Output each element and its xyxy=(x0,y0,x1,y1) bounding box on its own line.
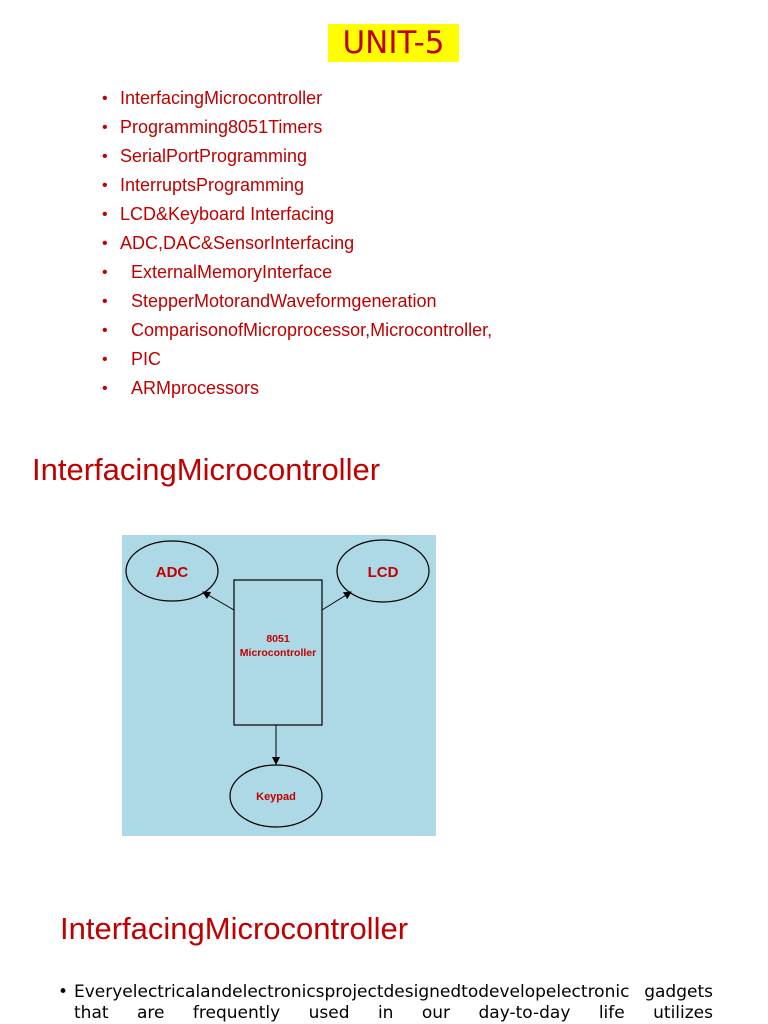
topic-label: StepperMotorandWaveformgeneration xyxy=(131,291,437,311)
bullet-icon: • xyxy=(102,293,108,310)
bullet-icon: • xyxy=(102,148,108,165)
bullet-icon: • xyxy=(102,351,108,368)
lcd-label: LCD xyxy=(368,564,399,581)
topic-label: SerialPortProgramming xyxy=(120,146,308,166)
section-heading: InterfacingMicrocontroller xyxy=(32,452,381,487)
topic-label: ExternalMemoryInterface xyxy=(131,262,333,282)
bullet-icon: • xyxy=(58,982,69,1002)
bullet-icon: • xyxy=(102,177,108,194)
mcu-label-line2: Microcontroller xyxy=(240,647,316,659)
bullet-icon: • xyxy=(102,264,108,281)
section-heading: InterfacingMicrocontroller xyxy=(60,911,409,946)
bullet-icon: • xyxy=(102,206,108,223)
keypad-label: Keypad xyxy=(256,791,296,803)
topic-label: InterruptsProgramming xyxy=(120,175,305,195)
topic-label: ComparisonofMicroprocessor,Microcontroll… xyxy=(131,320,493,340)
topic-label: PIC xyxy=(131,349,162,369)
mcu-label-line1: 8051 xyxy=(266,633,290,645)
bullet-icon: • xyxy=(102,322,108,339)
body-text: Everyelectricalandelectronicsprojectdesi… xyxy=(74,982,713,1023)
unit-title: UNIT-5 xyxy=(328,24,459,62)
lcd-node xyxy=(336,539,430,603)
arrow-to-adc xyxy=(202,591,235,611)
arrow-to-lcd xyxy=(321,591,352,611)
bullet-icon: • xyxy=(102,119,108,136)
topic-label: ADC,DAC&SensorInterfacing xyxy=(120,233,355,253)
body-paragraph: • Everyelectricalandelectronicsprojectde… xyxy=(58,982,713,1024)
topic-label: ARMprocessors xyxy=(131,378,260,398)
bullet-icon: • xyxy=(102,235,108,252)
block-diagram: ADC LCD 8051 Microcontroller Keypad xyxy=(122,535,436,836)
mcu-box xyxy=(233,579,323,726)
adc-label: ADC xyxy=(156,564,189,581)
topic-label: LCD&Keyboard Interfacing xyxy=(120,204,335,224)
diagram-canvas: ADC LCD 8051 Microcontroller Keypad xyxy=(125,539,430,828)
bullet-icon: • xyxy=(102,90,108,107)
bullet-icon: • xyxy=(102,380,108,397)
topic-label: Programming8051Timers xyxy=(120,117,323,137)
topic-label: InterfacingMicrocontroller xyxy=(120,88,323,108)
keypad-node xyxy=(229,764,323,828)
adc-node xyxy=(125,540,219,602)
